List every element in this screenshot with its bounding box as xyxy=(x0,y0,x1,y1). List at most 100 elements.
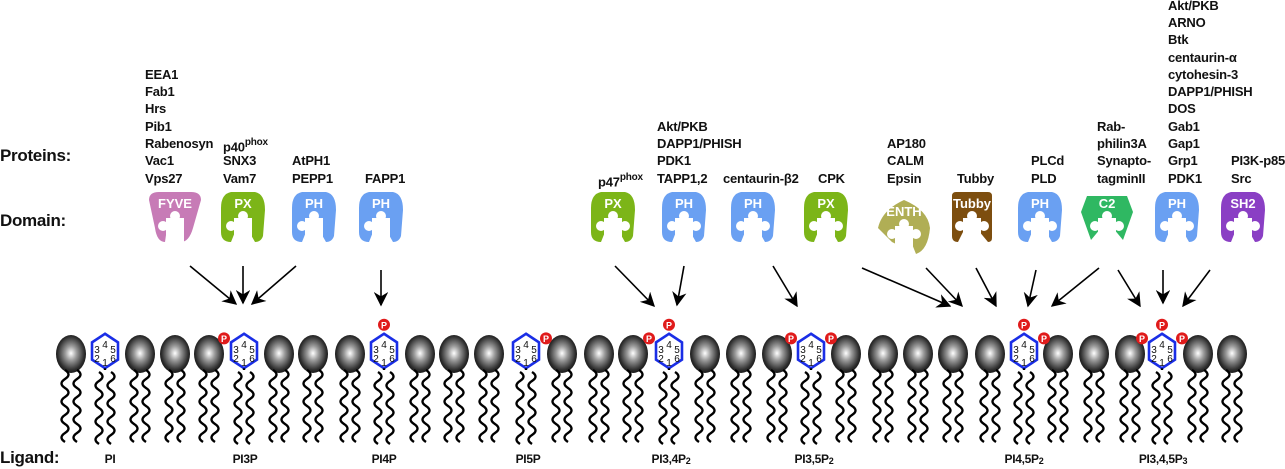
ring-position-number: 5 xyxy=(531,345,537,356)
fatty-acid-tail xyxy=(730,368,740,444)
ligand-row-label: Ligand: xyxy=(0,448,60,467)
ring-position-number: 1 xyxy=(1159,358,1165,369)
protein-list-ph4: centaurin-β2 xyxy=(723,170,799,187)
ring-position-number: 4 xyxy=(102,340,108,351)
domain-ph6: PH xyxy=(1155,192,1199,248)
protein-name: Vac1 xyxy=(145,153,174,169)
binding-pocket xyxy=(1168,218,1186,248)
phosphate-symbol: P xyxy=(1179,334,1185,344)
domain-label: FYVE xyxy=(158,196,192,211)
ligand-subscript: 3 xyxy=(1182,456,1188,466)
protein-name: PLCd xyxy=(1031,153,1065,169)
protein-name: Vps27 xyxy=(145,170,183,186)
fatty-acid-tail xyxy=(800,370,810,446)
domain-ph4: PH xyxy=(731,192,775,248)
phospholipid xyxy=(618,335,648,444)
binding-pocket xyxy=(1234,218,1252,248)
protein-name: AP180 xyxy=(887,136,926,152)
domain-ph1: PH xyxy=(292,192,336,248)
protein-name: p40phox xyxy=(223,137,268,155)
binding-pocket xyxy=(809,221,819,231)
ring-position-number: 6 xyxy=(1167,354,1173,365)
ring-position-number: 5 xyxy=(1167,345,1173,356)
lipid-head xyxy=(1217,335,1247,373)
fatty-acid-tail xyxy=(1025,370,1035,446)
ring-position-number: 4 xyxy=(1021,340,1027,351)
fatty-acid-tail xyxy=(1187,368,1197,444)
ligand-label: PI3,4P2 xyxy=(652,452,691,466)
protein-name: tagminII xyxy=(1097,170,1146,186)
fatty-acid-tail xyxy=(766,368,776,444)
binding-pocket xyxy=(817,218,835,248)
lipid-head xyxy=(194,335,224,373)
binding-pocket xyxy=(226,221,236,231)
fatty-acid-tail xyxy=(588,368,598,444)
lipid-head xyxy=(298,335,328,373)
fatty-acid-tail xyxy=(210,368,220,444)
phospholipid xyxy=(1079,335,1109,444)
fatty-acid-tail xyxy=(622,368,632,444)
ring-position-number: 1 xyxy=(808,358,814,369)
binding-pocket xyxy=(1090,221,1100,231)
phosphate-group-4 xyxy=(378,318,390,331)
fatty-acid-tail xyxy=(563,368,573,444)
fatty-acid-tail xyxy=(421,368,431,444)
fatty-acid-tail xyxy=(198,368,208,444)
phosphate-group-4 xyxy=(1018,318,1030,331)
fatty-acid-tail xyxy=(658,370,668,446)
binding-pocket xyxy=(297,221,307,231)
phospholipid xyxy=(474,335,504,444)
binding-arrow xyxy=(925,267,963,308)
fatty-acid-tail xyxy=(455,368,465,444)
binding-arrow xyxy=(975,267,997,308)
fatty-acid-tail xyxy=(164,368,174,444)
phosphate-group-3 xyxy=(218,332,231,345)
binding-pocket xyxy=(1160,221,1170,231)
fatty-acid-tail xyxy=(872,368,882,444)
fatty-acid-tail xyxy=(706,368,716,444)
lipid-head xyxy=(160,335,190,373)
phospholipid xyxy=(938,335,968,444)
phosphate-group-5 xyxy=(1037,332,1050,345)
protein-name: Pib1 xyxy=(145,118,172,134)
binding-pocket xyxy=(1023,221,1033,231)
fatty-acid-tail xyxy=(302,368,312,444)
ligand-name: PI3P xyxy=(232,452,258,466)
ligand-label: PI xyxy=(105,452,116,466)
protein-name: ARNO xyxy=(1168,15,1206,30)
fatty-acid-tail xyxy=(94,370,104,446)
fatty-acid-tail xyxy=(233,370,243,446)
ring-position-number: 5 xyxy=(1029,345,1035,356)
fatty-acid-tail xyxy=(106,370,116,446)
ring-position-number: 3 xyxy=(800,345,806,356)
fatty-acid-tail xyxy=(245,370,255,446)
protein-name: Akt/PKB xyxy=(1168,0,1219,13)
fatty-acid-tail xyxy=(1013,370,1023,446)
lipid-head xyxy=(405,335,435,373)
protein-name: Rab- xyxy=(1097,118,1126,134)
ring-position-number: 4 xyxy=(523,340,529,351)
binding-pocket xyxy=(234,218,252,248)
proteins-row-label: Proteins: xyxy=(0,146,71,165)
protein-name: Tubby xyxy=(957,170,995,186)
phospholipid xyxy=(547,335,577,444)
ring-position-number: 2 xyxy=(800,354,806,365)
phosphate-group-5 xyxy=(1175,332,1188,345)
fatty-acid-tail xyxy=(268,368,278,444)
ring-position-number: 2 xyxy=(515,354,521,365)
lipid-head xyxy=(1183,335,1213,373)
phospholipid xyxy=(903,335,933,444)
domain-ph3: PH xyxy=(662,192,706,248)
lipid-head xyxy=(690,335,720,373)
ring-position-number: 6 xyxy=(249,354,255,365)
ring-position-number: 6 xyxy=(674,354,680,365)
ring-position-number: 3 xyxy=(658,345,664,356)
ring-position-number: 6 xyxy=(816,354,822,365)
